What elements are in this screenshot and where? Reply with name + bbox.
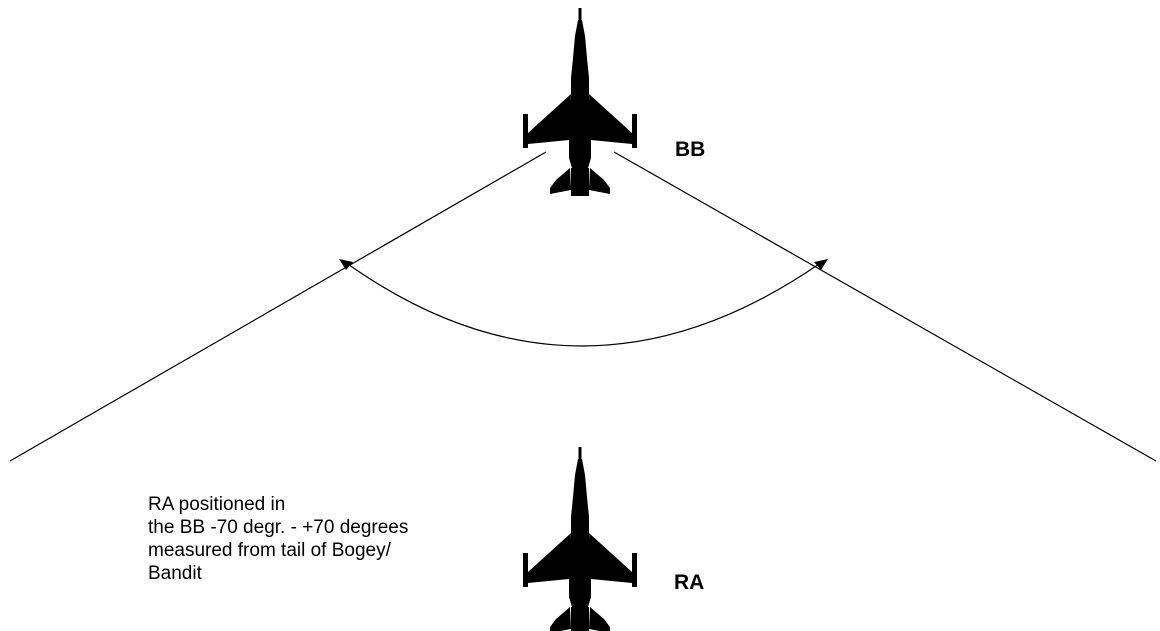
note-line-3: measured from tail of Bogey/ <box>148 540 392 561</box>
sector-line-right <box>613 151 1157 462</box>
arc-arrowhead-right <box>814 259 828 270</box>
bandit-aircraft-icon <box>523 8 637 196</box>
sector-line-left <box>9 151 547 462</box>
arc-arrowhead-left <box>339 259 353 270</box>
rear-aircraft-label: RA <box>674 571 704 594</box>
note-line-1: RA positioned in <box>148 494 285 515</box>
bandit-label: BB <box>675 138 705 161</box>
note-line-2: the BB -70 degr. - +70 degrees <box>148 517 408 538</box>
sector-angle-arc <box>344 261 823 347</box>
note-line-4: Bandit <box>148 563 203 584</box>
rear-aircraft-icon <box>523 447 637 631</box>
